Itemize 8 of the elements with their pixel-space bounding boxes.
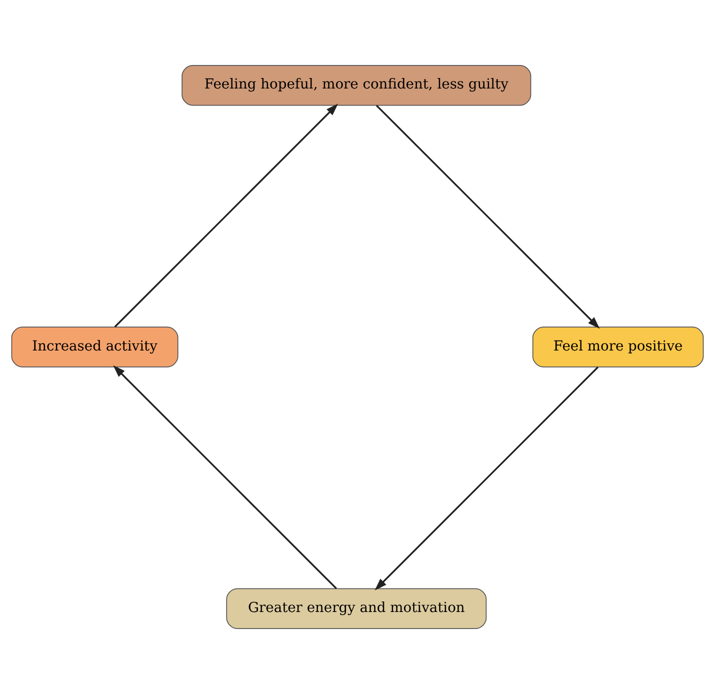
arrow: [376, 104, 600, 328]
node-box: Feel more positive: [532, 326, 704, 367]
node-box: Feeling hopeful, more confident, less guilty: [182, 64, 532, 106]
arrow: [114, 103, 338, 328]
node-box: Greater energy and motivation: [226, 588, 487, 628]
node-box: Increased activity: [11, 326, 178, 367]
arrow: [374, 366, 599, 590]
arrow: [113, 364, 337, 589]
